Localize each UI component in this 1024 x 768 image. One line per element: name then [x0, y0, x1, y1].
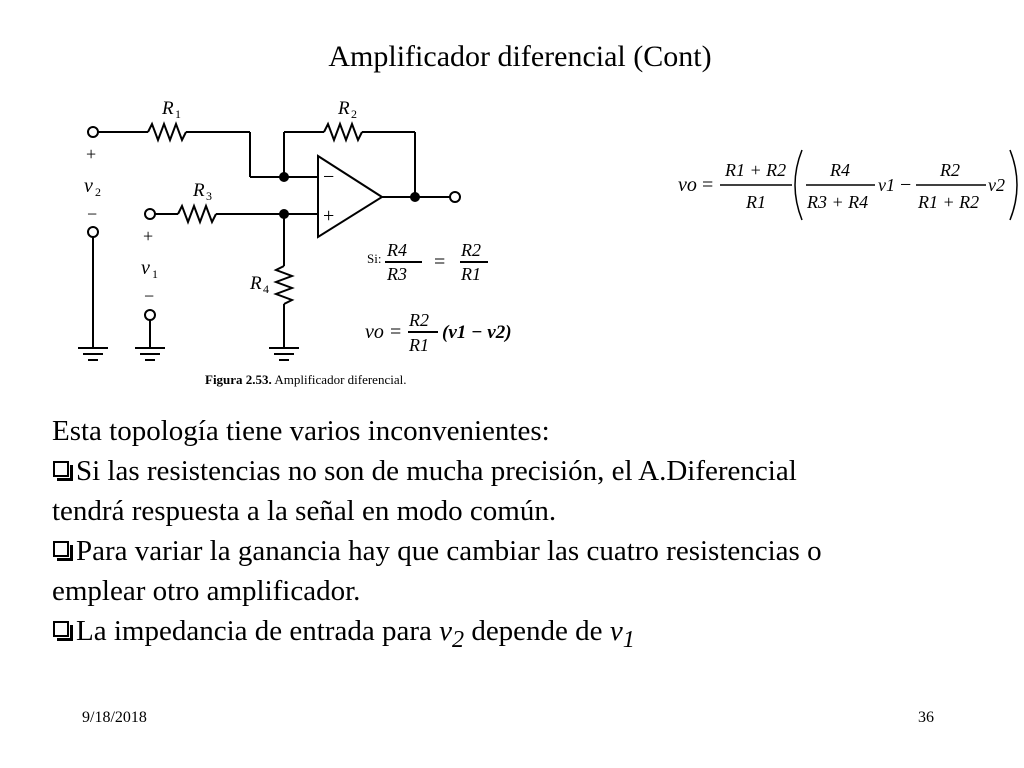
bullet-3-v1: v	[609, 615, 623, 647]
condition-lhs-num: R4	[386, 240, 407, 260]
bullet-2: Para variar la ganancia hay que cambiar …	[52, 531, 1012, 571]
v1-minus-sign: −	[144, 286, 154, 306]
formula-minus: −	[900, 174, 911, 196]
output-eq-den: R1	[408, 335, 429, 355]
formula-f3-den: R1 + R2	[917, 192, 979, 212]
formula-f2-num: R4	[829, 160, 850, 180]
label-r2-sub: 2	[351, 107, 357, 121]
slide-body: Esta topología tiene varios inconvenient…	[52, 411, 1012, 660]
checkbox-bullet-icon	[52, 540, 74, 562]
formula-f2-den: R3 + R4	[806, 192, 868, 212]
op-amp-triangle	[317, 154, 384, 239]
figure-caption: Figura 2.53. Amplificador diferencial.	[205, 372, 406, 388]
gain-formula: vo = R1 + R2 R1 R4 R3 + R4 v1 − R2 R1 + …	[678, 149, 1018, 221]
label-r4: R	[249, 273, 262, 294]
v2-terminal-top	[87, 126, 99, 138]
bullet-1: Si las resistencias no son de mucha prec…	[52, 451, 1012, 491]
formula-v1: v1	[878, 175, 895, 195]
bullet-2-line-2: emplear otro amplificador.	[52, 575, 361, 607]
intro-line: Esta topología tiene varios inconvenient…	[52, 415, 550, 447]
formula-f1-num: R1 + R2	[724, 160, 786, 180]
figure-caption-text: Amplificador diferencial.	[274, 372, 407, 387]
ground-symbol-3	[269, 347, 299, 361]
checkbox-bullet-icon	[52, 620, 74, 642]
op-amp-plus-sign: +	[323, 205, 334, 227]
output-eq-factor: (v1 − v2)	[442, 322, 512, 343]
output-terminal	[449, 191, 461, 203]
bullet-3-mid: depende de	[464, 615, 610, 647]
formula-equals: =	[702, 174, 713, 196]
formula-v2: v2	[988, 175, 1005, 195]
formula-f1-den: R1	[745, 192, 766, 212]
formula-lhs: vo	[678, 174, 697, 196]
output-eq-equals: =	[390, 321, 401, 343]
condition-lhs-den: R3	[386, 264, 407, 284]
label-r1-sub: 1	[175, 107, 181, 121]
label-v1: v	[141, 257, 150, 279]
r4-resistor	[273, 265, 295, 305]
r2-resistor	[323, 121, 363, 143]
v1-plus-sign: +	[143, 226, 153, 246]
r1-resistor	[147, 121, 187, 143]
differential-amplifier-schematic: − + R 1 R 2 R 3 R 4 + v 2 − + v 1 − Si: …	[78, 98, 512, 361]
v1-terminal-top	[144, 208, 156, 220]
bullet-3: La impedancia de entrada para v2 depende…	[52, 611, 1012, 660]
condition-equals: =	[434, 251, 445, 273]
output-eq-num: R2	[408, 310, 429, 330]
bullet-1-line-1: Si las resistencias no son de mucha prec…	[76, 455, 797, 487]
footer-page-number: 36	[918, 709, 934, 726]
ground-symbol-2	[135, 347, 165, 361]
label-r1: R	[161, 98, 174, 119]
v2-plus-sign: +	[86, 144, 96, 164]
checkbox-bullet-icon	[52, 460, 74, 482]
bullet-3-v2: v	[439, 615, 452, 647]
v1-terminal-bottom	[144, 309, 156, 321]
v2-minus-sign: −	[87, 204, 97, 224]
label-v2: v	[84, 175, 93, 197]
node-noninverting	[279, 209, 289, 219]
right-paren	[1009, 149, 1018, 221]
slide-title: Amplificador diferencial (Cont)	[328, 40, 712, 73]
label-v1-sub: 1	[152, 267, 158, 281]
label-r2: R	[337, 98, 350, 119]
label-r4-sub: 4	[263, 282, 269, 296]
bullet-2-line-1: Para variar la ganancia hay que cambiar …	[76, 535, 822, 567]
node-output	[410, 192, 420, 202]
bullet-3-prefix: La impedancia de entrada para	[76, 615, 440, 647]
ground-symbol-1	[78, 347, 108, 361]
condition-rhs-num: R2	[460, 240, 481, 260]
r3-resistor	[177, 203, 217, 225]
node-inverting	[279, 172, 289, 182]
output-eq-lhs: vo	[365, 321, 384, 343]
label-r3: R	[192, 180, 205, 201]
label-r3-sub: 3	[206, 189, 212, 203]
left-paren	[794, 149, 803, 221]
footer-date: 9/18/2018	[82, 709, 147, 726]
bullet-1-line-2: tendrá respuesta a la señal en modo comú…	[52, 495, 557, 527]
formula-f3-num: R2	[939, 160, 960, 180]
bullet-3-v1-sub: 1	[622, 625, 635, 653]
label-v2-sub: 2	[95, 185, 101, 199]
v2-terminal-bottom	[87, 226, 99, 238]
bullet-3-v2-sub: 2	[451, 625, 465, 653]
figure-caption-label: Figura 2.53.	[205, 372, 272, 387]
condition-label: Si:	[367, 251, 381, 266]
condition-rhs-den: R1	[460, 264, 481, 284]
op-amp-minus-sign: −	[323, 166, 334, 188]
